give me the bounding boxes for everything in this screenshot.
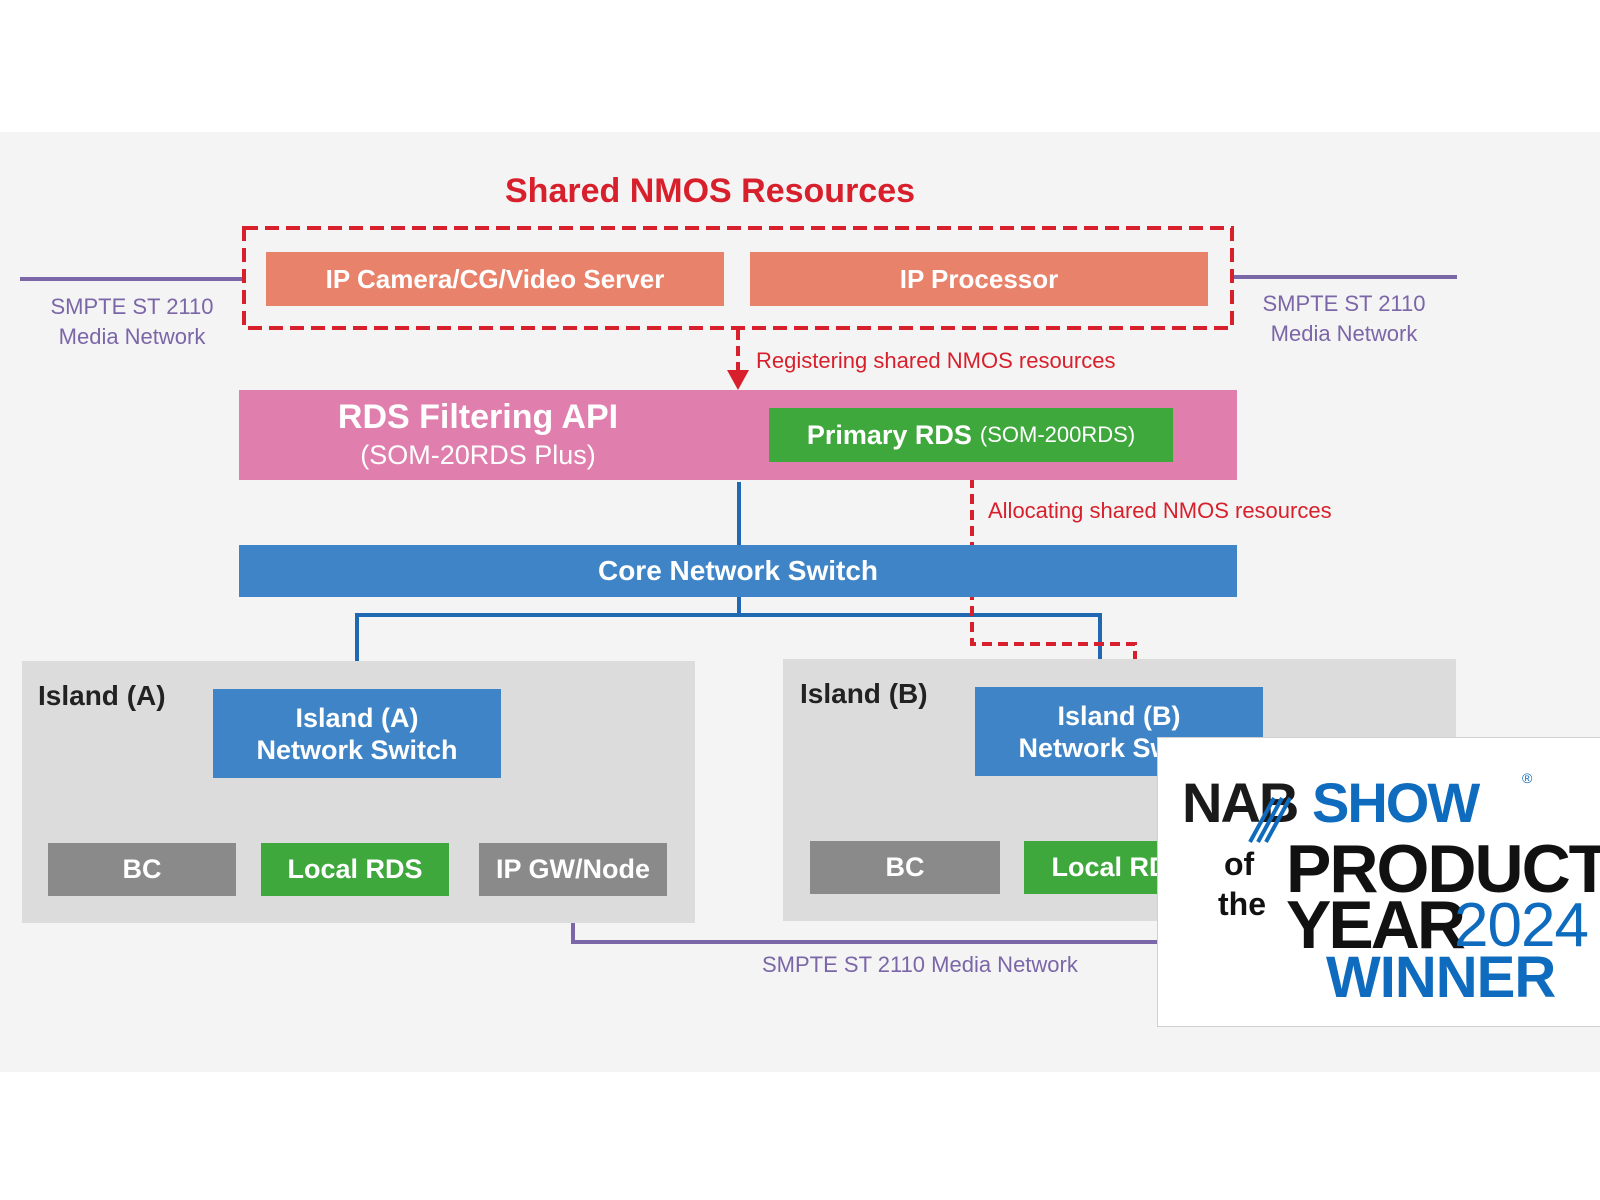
ip-camera-box: IP Camera/CG/Video Server: [266, 252, 724, 306]
island-a-local-rds: Local RDS: [261, 843, 449, 896]
badge-year-number: 2024: [1454, 891, 1589, 960]
diagram-title: Shared NMOS Resources: [505, 172, 916, 210]
island-a-gw-node: IP GW/Node: [479, 843, 667, 896]
island-a-bc: BC: [48, 843, 236, 896]
network-label-left: SMPTE ST 2110 Media Network: [50, 294, 214, 349]
primary-rds-box: Primary RDS (SOM-200RDS): [769, 408, 1173, 462]
badge-year-text: YEAR: [1286, 887, 1466, 963]
badge-winner-text: WINNER: [1326, 945, 1556, 1010]
badge-of-text: of: [1224, 846, 1255, 882]
badge-the-text: the: [1218, 886, 1266, 922]
nab-slash-mark: [1248, 797, 1292, 843]
core-network-switch: Core Network Switch: [239, 545, 1237, 597]
badge-show-text: SHOW: [1312, 771, 1480, 834]
island-a-label: Island (A): [38, 680, 166, 711]
island-a-switch: Island (A) Network Switch: [213, 689, 501, 778]
network-label-right: SMPTE ST 2110 Media Network: [1262, 291, 1426, 346]
network-label-bottom: SMPTE ST 2110 Media Network: [762, 952, 1078, 977]
ip-processor-box: IP Processor: [750, 252, 1208, 306]
allocate-label: Allocating shared NMOS resources: [988, 498, 1332, 523]
shared-resources-dashed-box: [242, 226, 1234, 330]
island-b-bc: BC: [810, 841, 1000, 894]
primary-rds-label: Primary RDS: [806, 419, 972, 450]
island-b-label: Island (B): [800, 678, 928, 709]
register-label: Registering shared NMOS resources: [756, 348, 1116, 373]
nab-show-award-badge: NAB SHOW ® of the PRODUCT YEAR 2024 WINN…: [1157, 737, 1600, 1027]
rds-api-model: (SOM-20RDS Plus): [360, 440, 596, 470]
register-arrowhead: [727, 370, 749, 390]
rds-api-title: RDS Filtering API: [337, 398, 619, 436]
badge-registered-mark: ®: [1522, 770, 1533, 786]
badge-product-text: PRODUCT: [1286, 831, 1600, 907]
primary-rds-model: (SOM-200RDS): [979, 422, 1136, 447]
